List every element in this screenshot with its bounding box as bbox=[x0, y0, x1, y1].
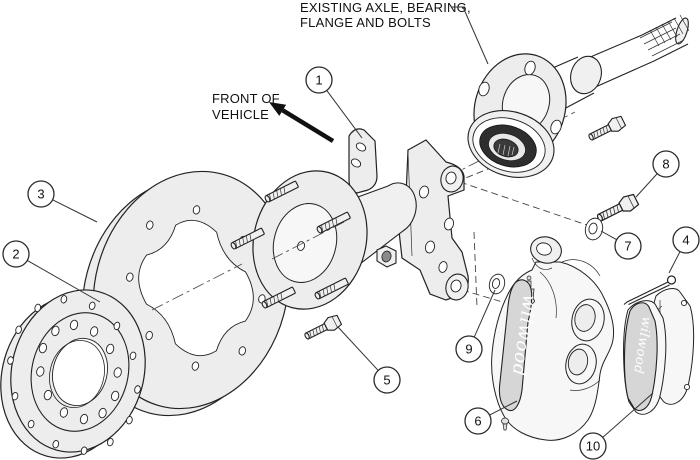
axle-splined-shaft bbox=[570, 14, 690, 95]
svg-text:2: 2 bbox=[12, 247, 19, 262]
callout-3-brake-rotor: 3 bbox=[27, 180, 98, 223]
front-direction-arrow bbox=[269, 102, 335, 143]
callout-1-caliper-mounting-bracket: 1 bbox=[305, 66, 363, 139]
callout-9-flat-washer-small: 9 bbox=[455, 289, 496, 363]
front-label-line2: VEHICLE bbox=[212, 107, 269, 122]
axle-note-leader bbox=[451, 6, 489, 65]
front-label-line1: FRONT OF bbox=[212, 91, 280, 106]
callout-5-rotor-bolt: 5 bbox=[337, 326, 401, 394]
caliper-side-face bbox=[498, 279, 533, 412]
bleed-screw-lower bbox=[501, 417, 509, 431]
hub-flange bbox=[230, 170, 417, 310]
callout-7-flat-washer: 7 bbox=[600, 230, 642, 260]
adapter-bolt-holes bbox=[36, 319, 122, 425]
svg-text:4: 4 bbox=[682, 233, 689, 248]
brake-caliper: wilwood bbox=[491, 236, 615, 441]
svg-text:8: 8 bbox=[662, 157, 669, 172]
wheel-studs bbox=[230, 180, 351, 309]
svg-text:10: 10 bbox=[586, 439, 600, 454]
adapter-rim-holes bbox=[7, 295, 141, 455]
flat-washer-small bbox=[488, 273, 506, 295]
callout-8-caliper-bolt: 8 bbox=[635, 150, 680, 198]
axle-assembly bbox=[467, 14, 690, 178]
callout-4-cotter-pin: 4 bbox=[668, 226, 700, 274]
callout-10-brake-pads: 10 bbox=[579, 392, 654, 460]
axle-note-line1: EXISTING AXLE, BEARING, bbox=[300, 0, 471, 15]
axle-note-line2: FLANGE AND BOLTS bbox=[300, 15, 431, 30]
svg-text:6: 6 bbox=[474, 414, 481, 429]
svg-text:3: 3 bbox=[37, 187, 44, 202]
hex-nut bbox=[376, 245, 397, 268]
rotor-adapter-hat bbox=[0, 289, 146, 459]
brake-pads: wilwood bbox=[623, 288, 695, 415]
pad-friction-face bbox=[623, 302, 658, 412]
caliper-ear bbox=[530, 236, 562, 270]
svg-text:5: 5 bbox=[383, 373, 390, 388]
axle-note: EXISTING AXLE, BEARING, FLANGE AND BOLTS bbox=[300, 0, 489, 65]
rotor-bolt bbox=[304, 314, 343, 340]
svg-text:9: 9 bbox=[465, 342, 472, 357]
callout-6-brake-caliper: 6 bbox=[464, 400, 518, 435]
axle-flange-bolt bbox=[588, 115, 627, 141]
callout-2-rotor-adapter-hat: 2 bbox=[2, 240, 101, 303]
front-of-vehicle-label: FRONT OF VEHICLE bbox=[212, 91, 335, 143]
svg-text:1: 1 bbox=[315, 73, 322, 88]
cotter-pin bbox=[623, 275, 677, 305]
callout-layer: 1 2 3 4 5 6 7 8 9 10 bbox=[2, 66, 700, 460]
caliper-bolt bbox=[596, 193, 640, 222]
svg-text:7: 7 bbox=[624, 239, 631, 254]
axle-bearing bbox=[467, 110, 555, 178]
